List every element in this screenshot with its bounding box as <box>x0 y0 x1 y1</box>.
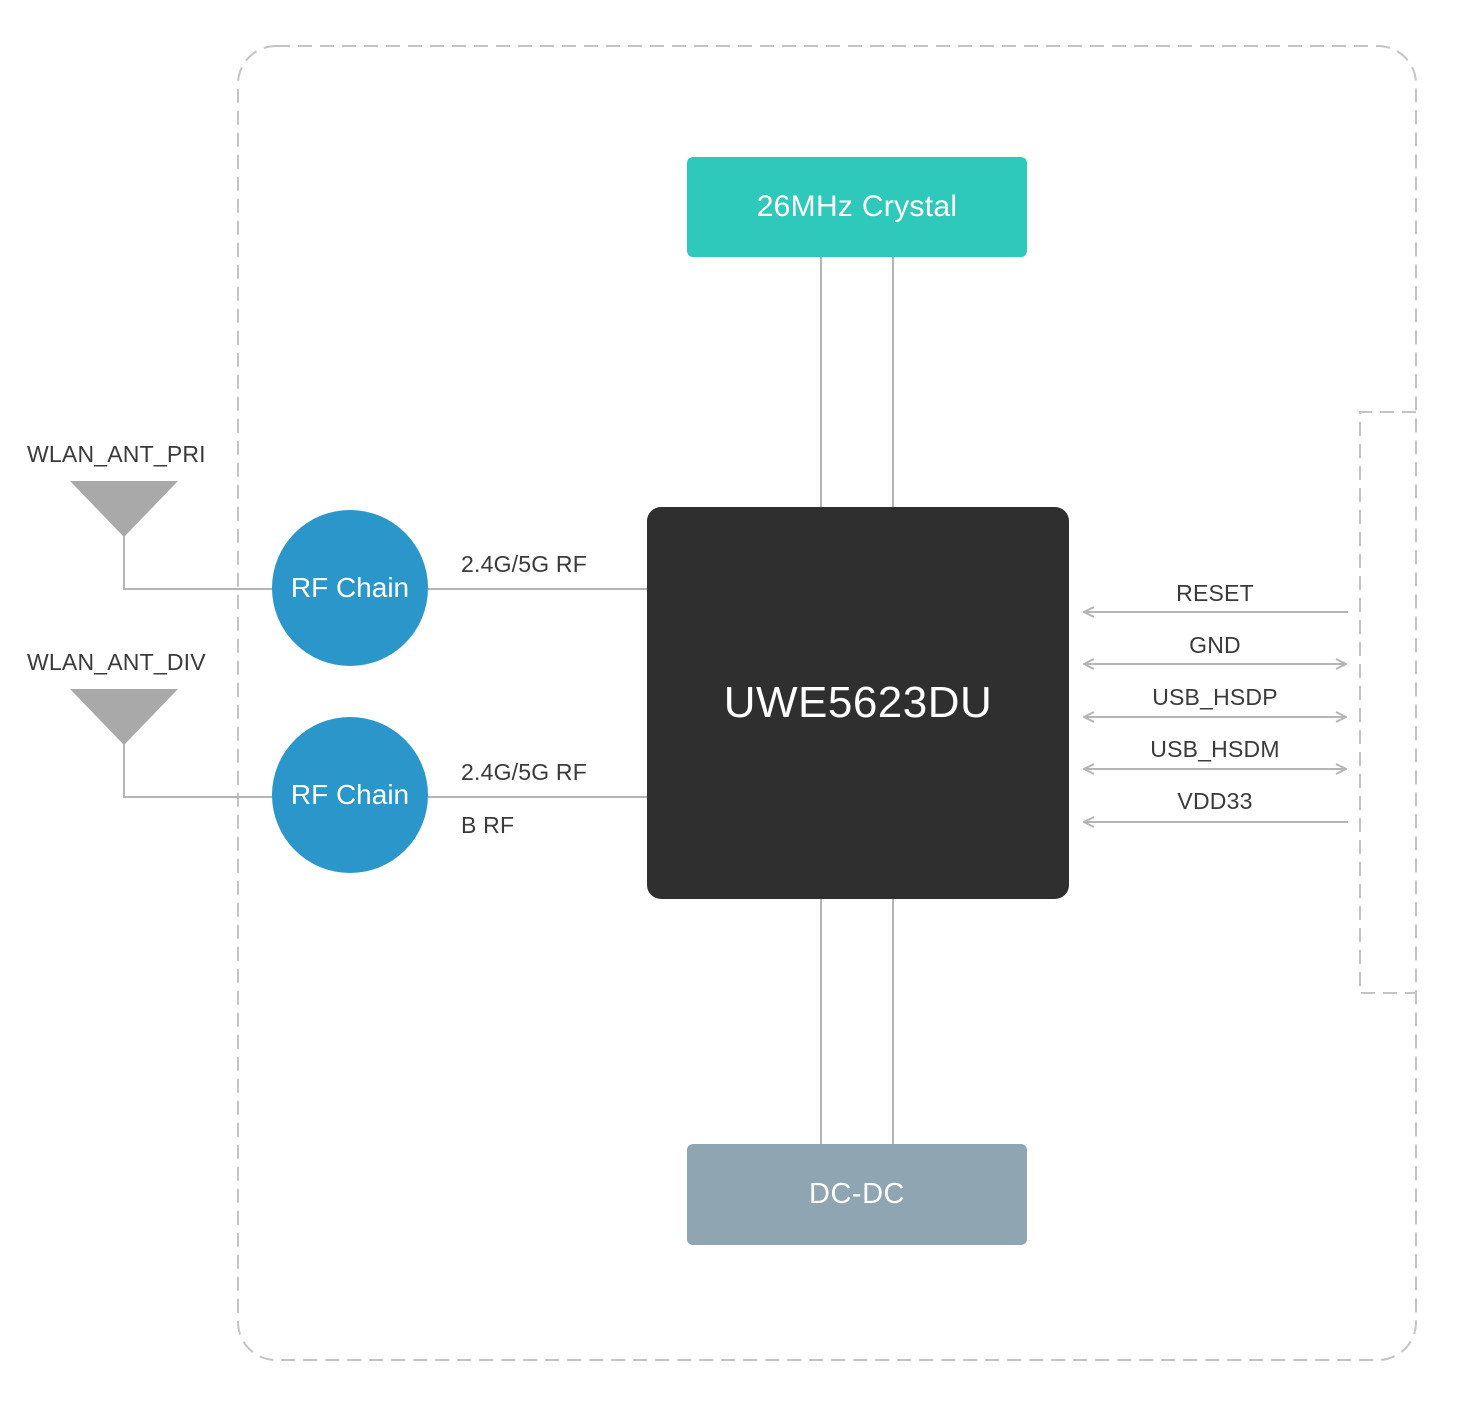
signal-label-reset: RESET <box>1176 580 1254 606</box>
antenna-pri-label: WLAN_ANT_PRI <box>27 441 206 467</box>
rf-link-div-sublabel: B RF <box>461 812 515 838</box>
signal-label-vdd33: VDD33 <box>1177 788 1253 814</box>
rf-chain-pri-label: RF Chain <box>290 572 410 603</box>
signal-label-gnd: GND <box>1189 632 1241 658</box>
antenna-pri-feed <box>123 536 274 590</box>
antenna-div-label: WLAN_ANT_DIV <box>27 649 206 675</box>
module-boundary <box>237 45 1417 1361</box>
signal-label-usb-hsdp: USB_HSDP <box>1152 684 1278 710</box>
rf-chain-div-label: RF Chain <box>290 779 410 810</box>
rf-chain-div: RF Chain <box>272 717 428 873</box>
connector-boundary <box>1359 411 1416 994</box>
rf-chain-pri: RF Chain <box>272 510 428 666</box>
antenna-pri-icon <box>70 481 178 537</box>
signal-label-usb-hsdm: USB_HSDM <box>1150 736 1280 762</box>
antenna-div-feed <box>123 744 274 798</box>
dcdc-label: DC-DC <box>809 1178 905 1210</box>
rf-link-pri-label: 2.4G/5G RF <box>461 551 587 577</box>
chip-block: UWE5623DU <box>647 507 1069 899</box>
antenna-div-icon <box>70 689 178 745</box>
crystal-label: 26MHz Crystal <box>756 190 958 223</box>
crystal-block: 26MHz Crystal <box>687 157 1027 257</box>
rf-link-div-label: 2.4G/5G RF <box>461 759 587 785</box>
dcdc-block: DC-DC <box>687 1144 1027 1245</box>
chip-label: UWE5623DU <box>723 678 993 727</box>
